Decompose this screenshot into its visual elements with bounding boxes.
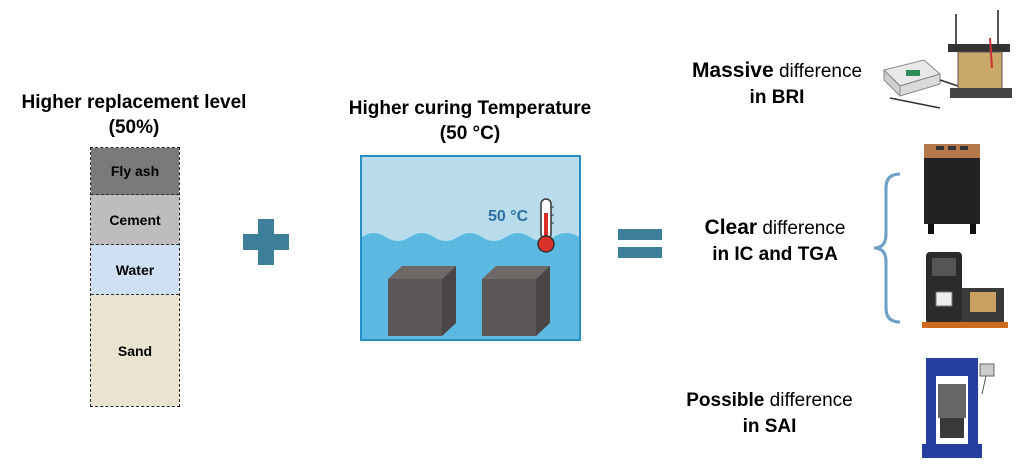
bracket-icon bbox=[873, 172, 901, 324]
concrete-cube-2 bbox=[482, 266, 550, 336]
result-sai-strong: Possible bbox=[686, 390, 765, 411]
result-sai-metric: SAI bbox=[764, 416, 797, 437]
curing-heading: Higher curing Temperature (50 °C) bbox=[325, 96, 615, 146]
result-sai-rest: difference bbox=[764, 390, 853, 411]
result-sai-line2-pre: in bbox=[742, 416, 765, 437]
compression-machine-image bbox=[922, 358, 995, 458]
layer-fly-ash: Fly ash bbox=[91, 148, 179, 195]
result-ic-tga-rest: difference bbox=[757, 218, 846, 239]
mix-composition-column: Fly ash Cement Water Sand bbox=[90, 147, 180, 407]
layer-water: Water bbox=[91, 245, 179, 295]
result-bri-strong: Massive bbox=[691, 59, 774, 82]
replacement-heading: Higher replacement level (50%) bbox=[0, 90, 268, 140]
result-bri-rest: difference bbox=[773, 61, 863, 82]
calorimeter-image bbox=[924, 144, 980, 234]
thermometer-icon bbox=[537, 198, 555, 253]
curing-heading-line2: (50 °C) bbox=[439, 123, 501, 144]
curing-heading-line1: Higher curing Temperature bbox=[348, 98, 592, 119]
curing-tank: 50 °C bbox=[360, 155, 581, 341]
result-bri: Massive difference in BRI bbox=[672, 58, 882, 111]
concrete-cube-1 bbox=[388, 266, 456, 336]
replacement-heading-line2: (50%) bbox=[108, 117, 160, 138]
layer-cement: Cement bbox=[91, 195, 179, 245]
result-bri-line2-pre: in bbox=[749, 87, 772, 108]
bri-apparatus-image bbox=[883, 10, 1012, 109]
replacement-heading-line1: Higher replacement level bbox=[21, 92, 247, 113]
result-bri-metric: BRI bbox=[771, 87, 805, 108]
result-ic-tga-metric: IC and TGA bbox=[734, 244, 838, 265]
result-sai: Possible difference in SAI bbox=[662, 388, 877, 440]
result-ic-tga-line2-pre: in bbox=[712, 244, 735, 265]
layer-sand: Sand bbox=[91, 295, 179, 406]
tank-temperature-label: 50 °C bbox=[488, 208, 529, 225]
result-ic-tga-strong: Clear bbox=[704, 216, 758, 239]
result-ic-tga: Clear difference in IC and TGA bbox=[680, 215, 870, 268]
tga-instrument-image bbox=[922, 252, 1008, 328]
